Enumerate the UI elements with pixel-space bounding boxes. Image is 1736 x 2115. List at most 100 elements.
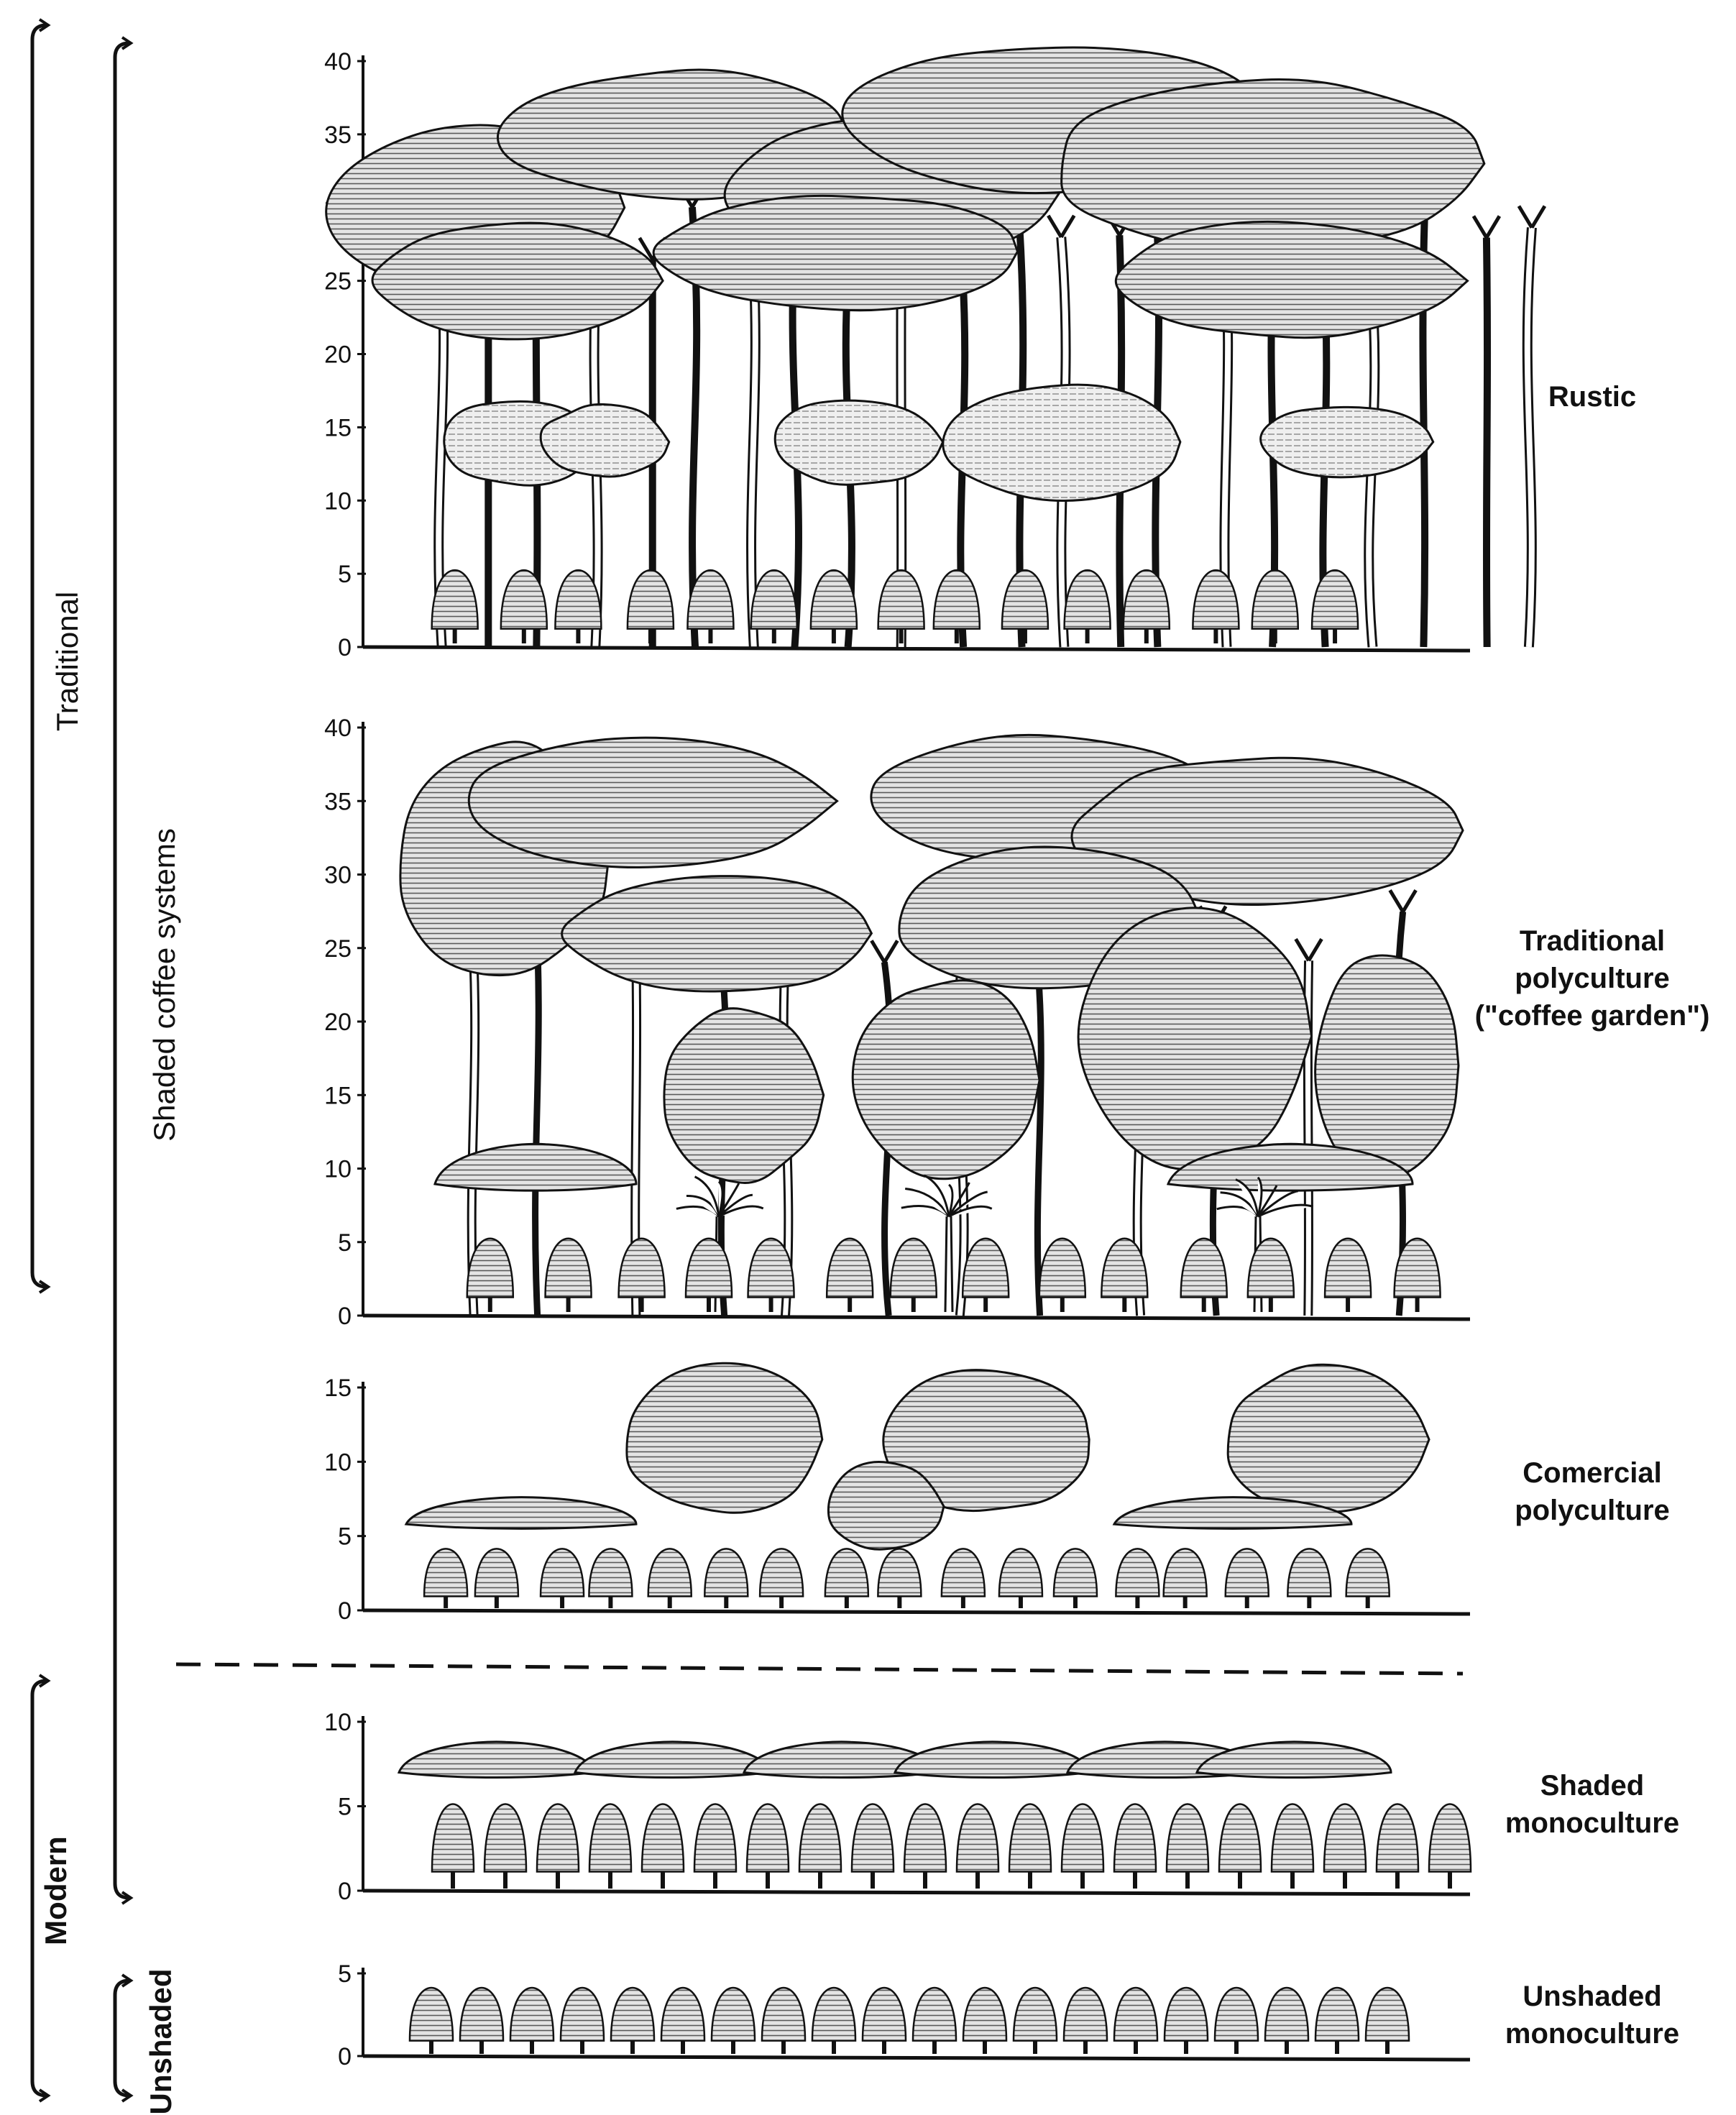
coffee-bush: [758, 1548, 804, 1608]
tick-label: 10: [324, 487, 352, 515]
ground-line: [362, 1889, 1471, 1896]
panels: 0510152025303540Rustic0510152025303540Tr…: [324, 46, 1709, 2070]
tick-label: 5: [338, 561, 352, 588]
coffee-bush: [693, 1803, 738, 1889]
tree-canopy: [851, 979, 1041, 1180]
coffee-bush: [660, 1986, 706, 2054]
tick-label: 15: [324, 414, 352, 441]
tree-canopy: [1314, 954, 1460, 1182]
shade-tree-canopy: [1112, 1496, 1353, 1530]
coffee-bush: [544, 1237, 592, 1312]
coffee-bush: [1375, 1803, 1420, 1889]
modern-bracket: [30, 1674, 51, 2103]
vegetation: [399, 733, 1464, 1316]
tick-label: 40: [324, 48, 352, 75]
tick-label: 10: [324, 1449, 352, 1476]
coffee-bush: [1192, 569, 1240, 643]
coffee-bush: [1052, 1548, 1098, 1608]
coffee-bush: [1428, 1803, 1472, 1889]
tick-label: 25: [324, 268, 352, 295]
height-axis: 05: [338, 1960, 366, 2070]
coffee-bush: [932, 569, 981, 643]
coffee-bush: [466, 1237, 515, 1312]
understory-canopy: [1166, 1142, 1414, 1192]
tick-label: 0: [338, 1878, 352, 1905]
coffee-bush: [1063, 569, 1111, 643]
coffee-bush: [877, 1548, 922, 1608]
coffee-bush: [1008, 1803, 1052, 1889]
tree-canopy: [561, 875, 873, 993]
coffee-bush: [861, 1986, 907, 2054]
group-label-unshaded: Unshaded: [144, 1968, 178, 2114]
tick-label: 5: [338, 1229, 352, 1257]
tree-canopy: [371, 221, 664, 341]
ground-line: [362, 645, 1471, 653]
tick-label: 35: [324, 121, 352, 149]
tick-label: 0: [338, 1597, 352, 1625]
tree-trunk: [1517, 205, 1547, 648]
panel-rustic: 0510152025303540Rustic: [324, 46, 1636, 661]
tick-label: 10: [324, 1709, 352, 1736]
coffee-bush: [1251, 569, 1300, 643]
tree-canopy: [1070, 756, 1464, 907]
shade-tree-canopy: [397, 1740, 594, 1779]
coffee-bush: [1122, 569, 1171, 643]
coffee-bush: [1062, 1986, 1108, 2054]
coffee-bush: [684, 1237, 733, 1312]
tree-canopy: [663, 1007, 825, 1184]
coffee-bush: [1224, 1548, 1270, 1608]
coffee-bush: [686, 569, 735, 643]
coffee-bush: [1310, 569, 1359, 643]
tick-label: 15: [324, 1082, 352, 1109]
tree-trunk: [1471, 215, 1502, 648]
tick-label: 20: [324, 341, 352, 369]
unshaded-bracket: [113, 1973, 134, 2103]
coffee-bush: [911, 1986, 957, 2054]
shade-tree-canopy: [1226, 1363, 1430, 1513]
coffee-bush: [1165, 1803, 1210, 1889]
coffee-bush: [1115, 1548, 1160, 1608]
coffee-bush: [1246, 1237, 1295, 1312]
coffee-bush: [998, 1548, 1044, 1608]
system-label: Rustic: [1548, 381, 1636, 413]
traditional-modern-separator: [175, 1662, 1464, 1676]
coffee-bush: [1038, 1237, 1087, 1312]
coffee-bush: [1287, 1548, 1332, 1608]
coffee-bush: [1364, 1986, 1410, 2054]
coffee-bush: [1113, 1986, 1159, 2054]
coffee-bush: [647, 1548, 692, 1608]
coffee-bush: [747, 1237, 795, 1312]
coffee-bush: [588, 1803, 633, 1889]
group-label-traditional: Traditional: [50, 592, 84, 732]
group-label-shaded-coffee-systems: Shaded coffee systems: [147, 828, 181, 1142]
coffee-bush: [798, 1803, 842, 1889]
understory-canopy: [1259, 405, 1435, 479]
coffee-bush: [903, 1803, 947, 1889]
coffee-bush: [483, 1803, 528, 1889]
coffee-bush: [408, 1986, 454, 2054]
group-label-modern: Modern: [39, 1836, 73, 1945]
understory-canopy: [433, 1142, 638, 1192]
coffee-bush: [889, 1237, 938, 1312]
shaded-coffee-systems-bracket: [113, 36, 134, 1905]
tree-canopy: [1060, 78, 1486, 252]
coffee-bush: [640, 1803, 685, 1889]
tree-canopy: [467, 736, 839, 869]
banana-plant: [901, 1174, 993, 1313]
shade-tree-canopy: [882, 1369, 1090, 1513]
coffee-bush: [1001, 569, 1050, 643]
tick-label: 0: [338, 2043, 352, 2070]
tick-label: 5: [338, 1960, 352, 1988]
tick-label: 25: [324, 935, 352, 963]
tick-label: 30: [324, 862, 352, 889]
coffee-bush: [626, 569, 675, 643]
